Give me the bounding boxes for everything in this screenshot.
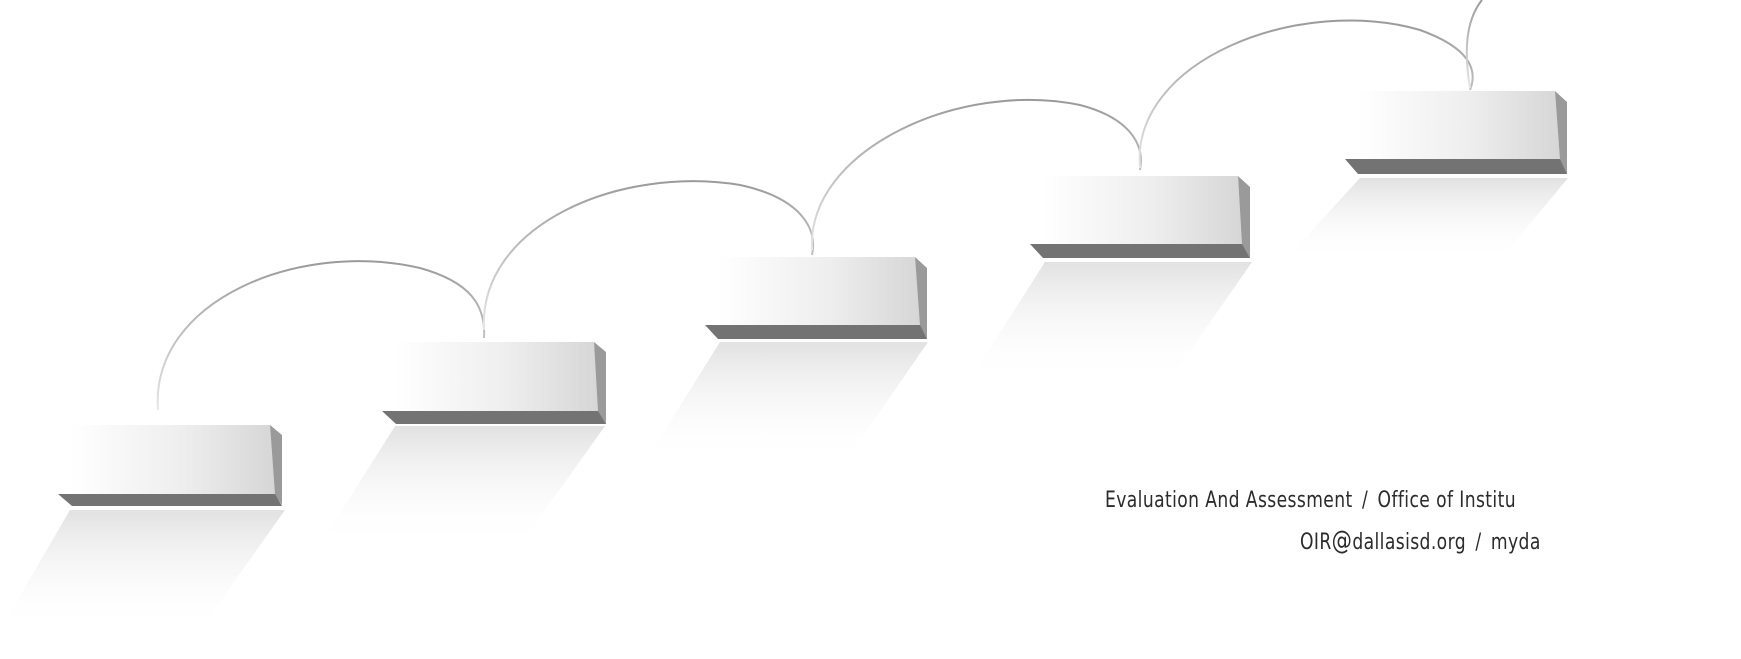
- step-5-edge: [1345, 159, 1567, 174]
- step-4-face: [1043, 176, 1242, 245]
- arc-5: [1467, 0, 1482, 88]
- step-1-edge: [58, 494, 282, 506]
- step-5: [1285, 91, 1568, 260]
- step-4-shadow: [970, 262, 1252, 380]
- step-2-shadow: [320, 426, 605, 545]
- footer-email-at: @: [1332, 526, 1353, 556]
- step-3: [645, 257, 928, 462]
- step-2: [320, 342, 606, 545]
- footer-office: Office of Institu: [1378, 488, 1516, 513]
- step-3-face: [718, 257, 920, 326]
- step-5-shadow: [1285, 178, 1568, 260]
- footer-separator-2: /: [1475, 530, 1481, 555]
- step-4: [970, 176, 1252, 380]
- step-1-shadow: [0, 510, 285, 630]
- step-1: [0, 425, 285, 630]
- step-2-face: [395, 342, 598, 412]
- step-3-edge: [705, 325, 927, 339]
- step-3-shadow: [645, 342, 928, 462]
- footer-email-domain: dallasisd.org: [1352, 530, 1466, 555]
- footer-contact-line: OIR@dallasisd.org / myda: [1300, 526, 1541, 556]
- footer-department-line: Evaluation And Assessment / Office of Inst…: [1105, 488, 1516, 513]
- footer-website: myda: [1491, 530, 1541, 555]
- step-4-edge: [1030, 244, 1250, 258]
- footer-separator-1: /: [1362, 488, 1368, 513]
- footer-email-user: OIR: [1300, 530, 1332, 555]
- step-5-face: [1358, 91, 1560, 160]
- step-2-edge: [382, 411, 606, 424]
- footer-department: Evaluation And Assessment: [1105, 488, 1353, 513]
- step-1-face: [70, 425, 275, 495]
